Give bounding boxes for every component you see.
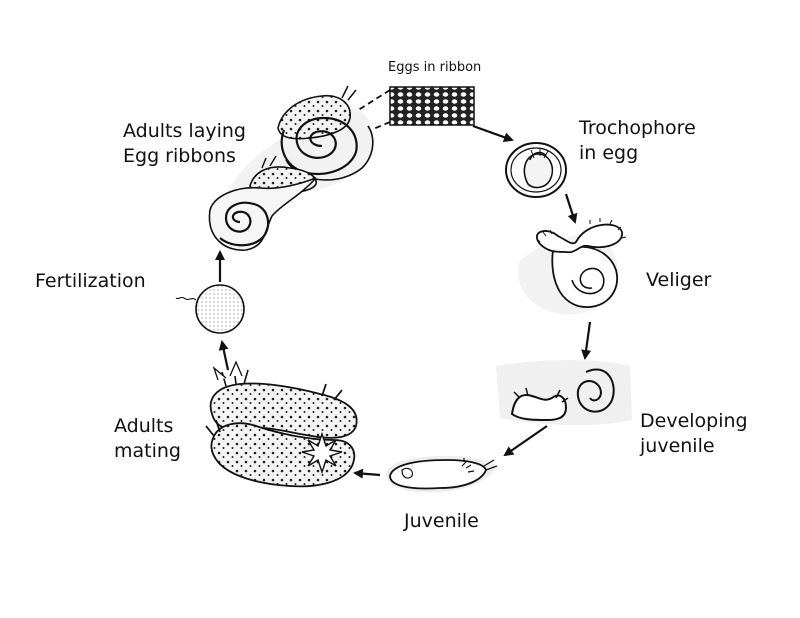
fertilization-label: Fertilization: [35, 270, 146, 292]
eggs-in-ribbon-label: Eggs in ribbon: [388, 60, 482, 75]
adults-laying-label-line1: Adults laying: [123, 120, 246, 142]
arrow-veliger-to-developing: [581, 321, 592, 360]
adults-laying-label-line2: Egg ribbons: [123, 145, 236, 167]
juvenile-illustration: [386, 456, 498, 493]
adults-mating-label-line2: mating: [114, 440, 181, 462]
egg-ribbon-closeup: [351, 86, 475, 139]
adults-laying-illustration: [208, 85, 374, 251]
arrow-trochophore-to-veliger: [564, 193, 578, 224]
arrow-mating-to-fertilization: [218, 340, 230, 371]
veliger-illustration: [518, 218, 627, 315]
trochophore-label: Trochophore in egg: [579, 116, 696, 166]
arrow-ribbon-to-trochophore: [472, 124, 514, 143]
adults-laying-label: Adults laying Egg ribbons: [123, 119, 246, 169]
arrow-developing-to-juvenile: [503, 425, 548, 457]
developing-juvenile-illustration: [496, 360, 632, 426]
fertilized-egg-illustration: [175, 284, 245, 334]
gill-plume: [301, 431, 343, 475]
cycle-arrows: [215, 124, 592, 479]
developing-juvenile-label-line2: juvenile: [640, 435, 715, 457]
adults-mating-label: Adults mating: [114, 414, 181, 464]
arrow-juvenile-to-mating: [353, 468, 381, 479]
juvenile-label: Juvenile: [404, 510, 479, 532]
trochophore-label-line2: in egg: [579, 142, 639, 164]
trochophore-illustration: [505, 142, 567, 198]
adults-mating-label-line1: Adults: [114, 415, 174, 437]
adults-mating-illustration: [205, 360, 358, 488]
trochophore-label-line1: Trochophore: [579, 117, 696, 139]
veliger-label: Veliger: [646, 269, 712, 291]
developing-juvenile-label: Developing juvenile: [640, 409, 748, 459]
developing-juvenile-label-line1: Developing: [640, 410, 748, 432]
